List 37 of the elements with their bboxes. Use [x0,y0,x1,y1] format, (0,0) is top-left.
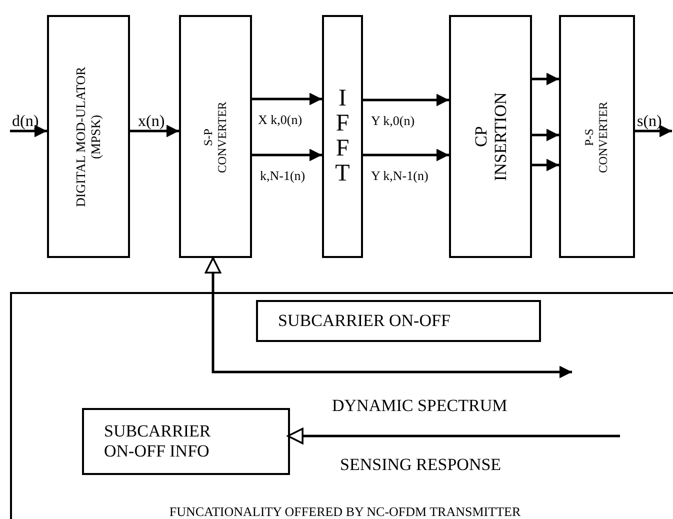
arrow [532,158,559,172]
block-label: SUBCARRIER ON-OFF INFO [104,421,212,462]
arrow [635,124,672,138]
panel [10,292,673,519]
process-box [449,15,532,258]
edge-label: k,N-1(n) [260,169,306,182]
process-box [256,300,541,342]
edge-label: SENSING RESPONSE [340,456,502,473]
arrow [363,148,449,162]
arrow [252,92,322,106]
arrow [252,148,322,162]
process-box [322,15,363,258]
edge-label: Y k,N-1(n) [371,169,428,182]
process-box [82,408,290,475]
block-label: DIGITAL MOD-ULATOR (MPSK) [74,65,104,209]
panel-title: FUNCATIONALITY OFFERED BY NC-OFDM TRANSMITTER [168,504,522,519]
arrow [10,124,47,138]
arrow [363,94,449,106]
block-label: CP INSERTION [470,91,510,183]
edge-label: Y k,0(n) [371,114,415,127]
arrow [532,72,559,86]
block-label: P-S CONVERTER [583,100,611,174]
arrow [287,428,620,444]
edge-label: X k,0(n) [258,113,302,126]
process-box [559,15,635,258]
edge-label: x(n) [138,114,165,130]
arrow [532,128,559,142]
block-label: I F F T [335,86,350,187]
arrow [204,257,572,378]
block-label: S-P CONVERTER [202,100,230,174]
process-box [47,15,130,258]
arrow [130,124,179,138]
edge-label: d(n) [12,114,39,130]
block-label: SUBCARRIER ON-OFF [278,310,452,332]
edge-label: s(n) [637,114,662,130]
process-box [179,15,252,258]
edge-label: DYNAMIC SPECTRUM [332,397,508,414]
